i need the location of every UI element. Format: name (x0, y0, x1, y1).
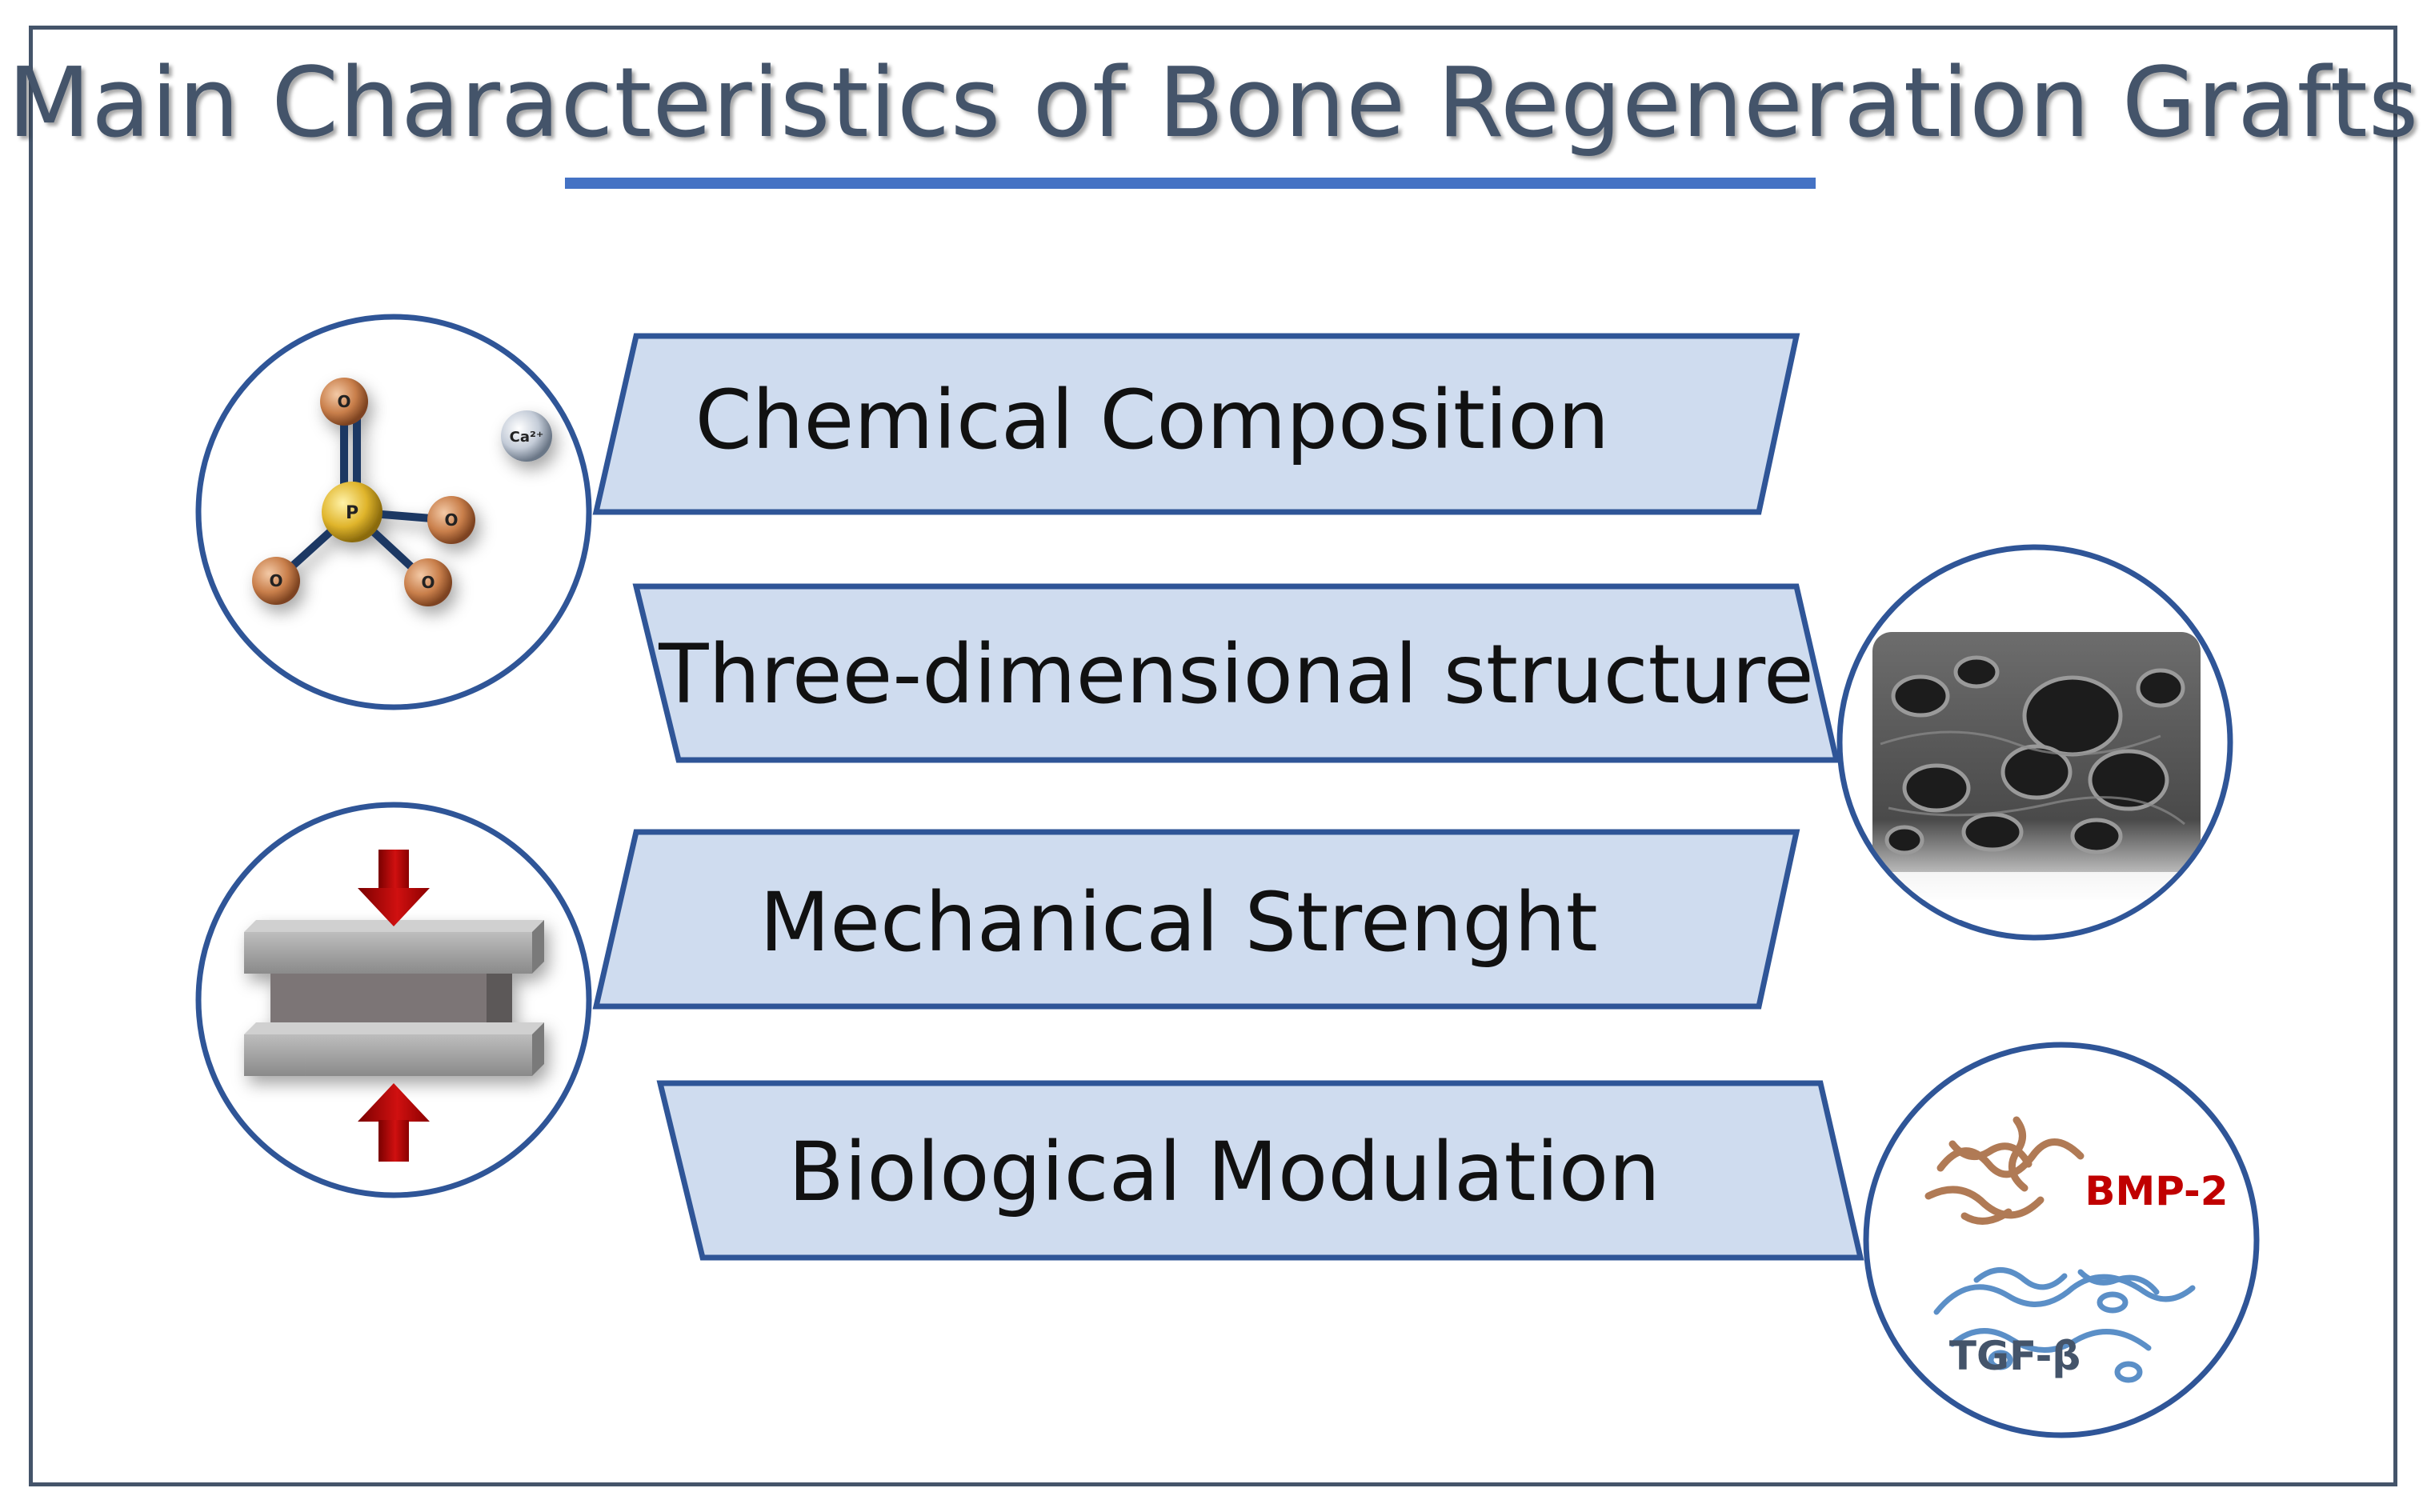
band-chemical-composition: Chemical Composition (592, 333, 1800, 515)
band-label-three-dimensional-structure: Three-dimensional structure (658, 627, 1814, 722)
band-label-mechanical-strength: Mechanical Strenght (759, 875, 1598, 970)
compression-block-illustration (244, 920, 544, 1076)
oxygen-label: O (444, 510, 458, 530)
band-shape (656, 1080, 1864, 1261)
porous-structure-circle (1836, 544, 2233, 941)
page-title: Main Characteristics of Bone Regeneratio… (7, 48, 2420, 159)
oxygen-label: O (269, 571, 282, 590)
sem-image (1864, 632, 2209, 920)
band-shape (632, 583, 1840, 763)
calcium-label: Ca²⁺ (510, 429, 544, 446)
band-shape (592, 333, 1800, 515)
band-biological-modulation: Biological Modulation (656, 1080, 1864, 1261)
outer-frame (29, 26, 2397, 1486)
band-mechanical-strength: Mechanical Strenght (592, 829, 1800, 1010)
oxygen-label: O (421, 573, 435, 592)
growth-factors-circle: BMP-2 TGF-β (1863, 1042, 2260, 1438)
down-arrow-icon (358, 850, 430, 926)
bmp2-label: BMP-2 (2085, 1168, 2228, 1214)
oxygen-label: O (337, 392, 350, 411)
band-label-chemical-composition: Chemical Composition (695, 373, 1610, 468)
band-label-biological-modulation: Biological Modulation (788, 1125, 1660, 1220)
title-underline (565, 178, 1816, 189)
tgf-beta-label: TGF-β (1949, 1333, 2081, 1379)
tgf-beta-protein-ribbon (1933, 1267, 2196, 1383)
band-three-dimensional-structure: Three-dimensional structure (632, 583, 1840, 763)
phosphate-molecule-illustration (252, 378, 552, 606)
mechanical-compression-circle (195, 802, 592, 1198)
phosphate-molecule-circle: O O O O P Ca²⁺ (195, 314, 592, 710)
phosphorus-label: P (346, 503, 358, 523)
band-shape (592, 829, 1800, 1010)
up-arrow-icon (358, 1083, 430, 1162)
bmp2-protein-ribbon (1924, 1116, 2085, 1225)
